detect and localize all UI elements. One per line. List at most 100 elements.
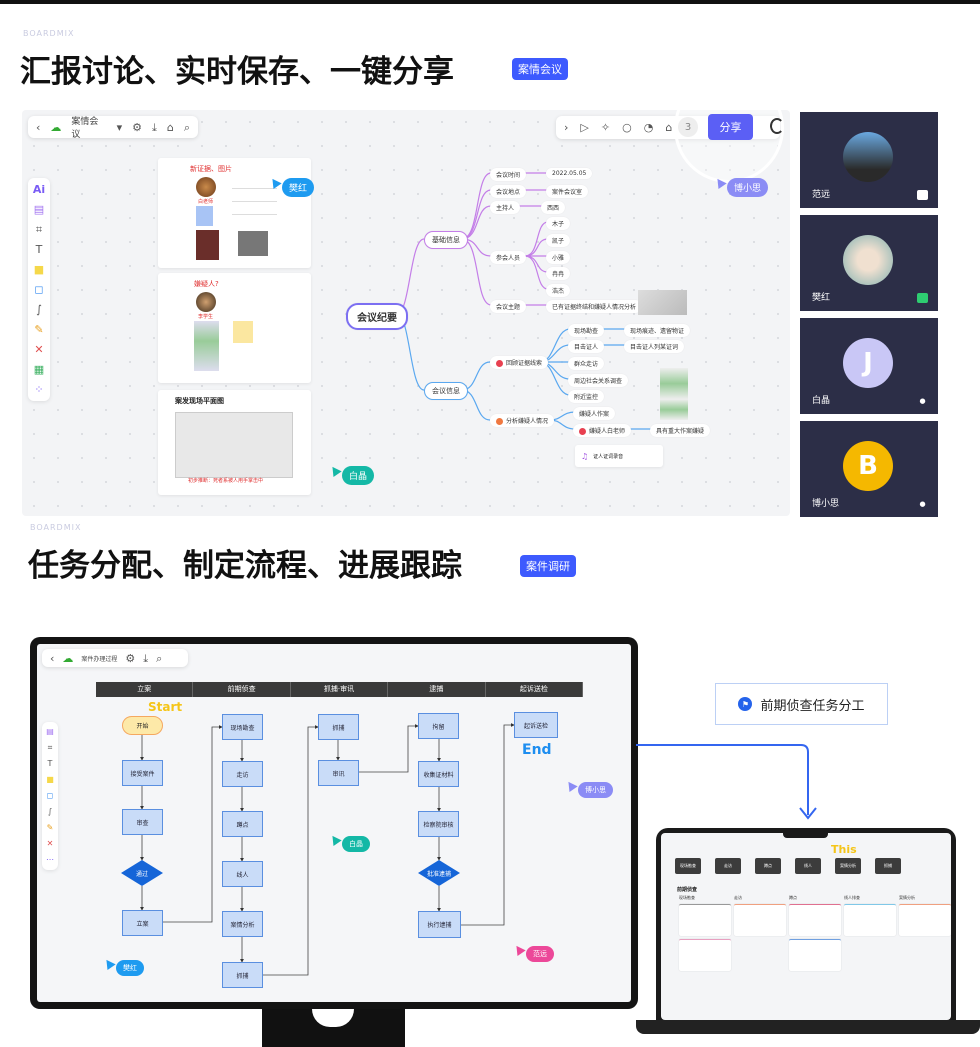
mindmap-node[interactable]: 分析嫌疑人情况	[490, 414, 555, 427]
gear-icon[interactable]: ⚙	[125, 651, 136, 665]
download-icon[interactable]: ⤓	[151, 120, 157, 134]
mindmap-node[interactable]: 浩杰	[546, 284, 571, 297]
mic-muted-icon[interactable]: ●	[919, 397, 926, 405]
template-icon[interactable]: ▤	[46, 727, 54, 736]
mindmap-node[interactable]: 群众走访	[568, 357, 605, 370]
mic-muted-icon[interactable]: ●	[919, 500, 926, 508]
task-card[interactable]	[734, 904, 786, 936]
search-icon[interactable]: ⌕	[183, 120, 190, 134]
share-button[interactable]: 分享	[708, 114, 753, 140]
mindmap-node[interactable]: 目击证人	[568, 340, 605, 353]
mindmap-node[interactable]: 西西	[541, 201, 566, 214]
flow-node[interactable]: 立案	[122, 910, 163, 936]
task-card[interactable]	[789, 904, 841, 936]
mindmap-node[interactable]: 现场勘查	[568, 324, 605, 337]
mindmap-node[interactable]: 回顾证据线索	[490, 356, 549, 369]
connector-icon[interactable]: ∫	[47, 807, 53, 816]
timer-icon[interactable]: ◔	[643, 121, 654, 134]
mindmap-node[interactable]: 木子	[546, 217, 571, 230]
play-icon[interactable]: ▷	[580, 121, 589, 134]
flow-node[interactable]: 走访	[222, 761, 263, 787]
flow-node[interactable]: 执行逮捕	[418, 911, 461, 938]
mindmap-node[interactable]: 会议地点	[490, 185, 527, 198]
evidence-card[interactable]: 新证据、图片 白老师	[158, 158, 311, 268]
template-icon[interactable]: ▤	[33, 203, 45, 216]
shape-icon[interactable]: ◻	[46, 791, 54, 800]
process-step[interactable]: 蹲点	[755, 858, 781, 874]
board-name[interactable]: 案情会议	[71, 117, 99, 140]
flow-node[interactable]: 蹲点	[222, 811, 263, 837]
camera-icon[interactable]	[917, 190, 928, 200]
flow-node[interactable]: 收集证材料	[418, 761, 459, 787]
ai-icon[interactable]: Ai	[32, 183, 46, 196]
process-step[interactable]: 线人	[795, 858, 821, 874]
flow-decision[interactable]: 通过	[121, 860, 163, 886]
flow-node[interactable]: 审查	[122, 809, 163, 835]
mindmap-node[interactable]: 现场痕迹、遗留物证	[624, 324, 691, 337]
frame-icon[interactable]: ⌗	[47, 743, 53, 752]
back-icon[interactable]: ‹	[36, 120, 41, 134]
connector-icon[interactable]: ∫	[36, 303, 42, 316]
flow-node[interactable]: 现场勘查	[222, 714, 263, 740]
frame-icon[interactable]: ⌗	[35, 223, 43, 236]
mindmap-node[interactable]: 凯子	[546, 234, 571, 247]
audio-card[interactable]: ♫ 证人证词录音	[575, 445, 663, 467]
comment-icon[interactable]: ○	[622, 121, 632, 134]
mindmap-node[interactable]: 参会人员	[490, 251, 527, 264]
mindmap-node[interactable]: 冉冉	[546, 267, 571, 280]
mindmap-node[interactable]: 小雅	[546, 251, 571, 264]
process-step[interactable]: 走访	[715, 858, 741, 874]
sticky-note-icon[interactable]: ■	[33, 263, 45, 276]
flow-node[interactable]: 接受案件	[122, 760, 163, 786]
pen-icon[interactable]: ✎	[46, 823, 54, 832]
mindmap-node[interactable]: 嫌疑人作案	[573, 407, 616, 420]
mindmap-node[interactable]: 案件会议室	[546, 185, 589, 198]
flow-node[interactable]: 线人	[222, 861, 263, 887]
flow-node[interactable]: 抓捕	[318, 714, 359, 740]
flow-start-node[interactable]: 开始	[122, 716, 163, 735]
laptop-screen[interactable]: This 现场勘查 走访 蹲点 线人 案情分析 抓捕 前期侦查 现场勘查 走访 …	[661, 833, 951, 1020]
mindmap-icon[interactable]: ✕	[46, 839, 54, 848]
celebrate-icon[interactable]: ✧	[600, 121, 611, 134]
mic-active-icon[interactable]	[917, 293, 928, 303]
table-icon[interactable]: ▦	[33, 363, 45, 376]
text-icon[interactable]: T	[47, 759, 53, 768]
mindmap-branch-meeting[interactable]: 会议信息	[424, 382, 468, 400]
video-tile[interactable]: J 白晶 ●	[800, 318, 938, 414]
mindmap-node[interactable]: 2022.05.05	[546, 168, 593, 179]
mindmap-node[interactable]: 主持人	[490, 201, 521, 214]
task-card[interactable]	[789, 939, 841, 971]
sticky-note-icon[interactable]: ■	[46, 775, 54, 784]
process-step[interactable]: 现场勘查	[675, 858, 701, 874]
video-tile[interactable]: B 博小思 ●	[800, 421, 938, 517]
mindmap-icon[interactable]: ✕	[34, 343, 44, 356]
mindmap-branch-basic[interactable]: 基础信息	[424, 231, 468, 249]
text-icon[interactable]: T	[35, 243, 43, 256]
task-note[interactable]: ⚑ 前期侦查任务分工	[715, 683, 888, 725]
mindmap-node[interactable]: 会议时间	[490, 168, 527, 181]
mindmap-node[interactable]: 附近监控	[568, 390, 605, 403]
task-card[interactable]	[679, 939, 731, 971]
flow-node[interactable]: 起诉送检	[514, 712, 558, 738]
expand-icon[interactable]: ›	[564, 121, 569, 134]
mindmap-node[interactable]: 具有重大作案嫌疑	[650, 424, 711, 437]
task-card[interactable]	[844, 904, 896, 936]
video-tile[interactable]: 范远	[800, 112, 938, 208]
mindmap-root[interactable]: 会议纪要	[346, 303, 408, 330]
history-icon[interactable]	[770, 118, 784, 134]
mindmap-node[interactable]: 会议主题	[490, 300, 527, 313]
process-step[interactable]: 抓捕	[875, 858, 901, 874]
flow-node[interactable]: 检察院审核	[418, 811, 459, 837]
flow-node[interactable]: 拘留	[418, 713, 459, 739]
pen-icon[interactable]: ✎	[34, 323, 44, 336]
board-name[interactable]: 案件办理过程	[81, 655, 118, 663]
mindmap-node[interactable]: 目击证人列某证词	[624, 340, 685, 353]
video-tile[interactable]: 樊红	[800, 215, 938, 311]
mindmap-node[interactable]: 嫌疑人白老师	[573, 424, 632, 437]
more-tools-icon[interactable]: ⋯	[46, 855, 54, 864]
task-card[interactable]	[899, 904, 951, 936]
scene-map-card[interactable]: 案发现场平面图 初步推断：死者系被人用手掌击中	[158, 390, 311, 495]
flow-decision[interactable]: 批准逮捕	[418, 860, 460, 886]
mindmap-node[interactable]: 已有证据终结和嫌疑人情况分析	[546, 300, 643, 313]
shape-icon[interactable]: ◻	[34, 283, 44, 296]
